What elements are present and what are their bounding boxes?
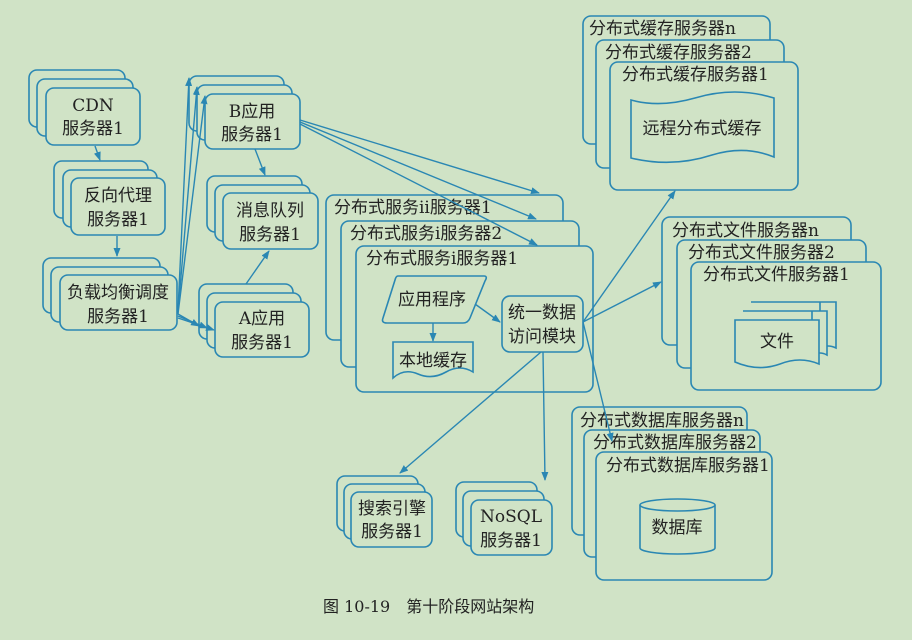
- db-server-stack: 分布式数据库服务器n 分布式数据库服务器2 分布式数据库服务器1 数据库: [571, 406, 773, 581]
- file-shape: [734, 319, 820, 369]
- app-a-sublabel: 服务器1: [231, 333, 293, 353]
- app-a-stack: A应用 服务器1: [198, 283, 310, 358]
- app-program-shape: [381, 275, 488, 324]
- arrow-app-to-data-module: [474, 303, 501, 323]
- cdn-sublabel: 服务器1: [62, 119, 124, 139]
- distributed-service-stack: 分布式服务ii服务器1 分布式服务i服务器2 分布式服务i服务器1 应用程序 本…: [325, 194, 594, 393]
- load-balancer-label: 负载均衡调度: [67, 283, 169, 303]
- db-server-title-n: 分布式数据库服务器n: [580, 411, 744, 431]
- arrow-lb-to-app-b-1: [177, 77, 193, 311]
- arrow-app-b-to-service-i2: [299, 121, 537, 220]
- dist-service-title-i2: 分布式服务i服务器2: [350, 224, 502, 244]
- nosql-stack: NoSQL 服务器1: [455, 481, 553, 556]
- app-b-stack: B应用 服务器1: [188, 75, 301, 150]
- cache-server-title-n: 分布式缓存服务器n: [589, 19, 736, 39]
- search-engine-label: 搜索引擎: [358, 499, 426, 519]
- reverse-proxy-label: 反向代理: [84, 186, 152, 206]
- arrow-app-b-to-service-i1: [299, 123, 538, 246]
- nosql-label: NoSQL: [480, 507, 542, 527]
- connection-arrows: [94, 77, 676, 481]
- message-queue-stack: 消息队列 服务器1: [206, 175, 319, 250]
- load-balancer-sublabel: 服务器1: [87, 307, 149, 327]
- arrow-lb-to-app-b-2: [177, 86, 200, 313]
- file-server-stack: 分布式文件服务器n 分布式文件服务器2 分布式文件服务器1 文件: [661, 216, 882, 391]
- search-engine-stack: 搜索引擎 服务器1: [336, 475, 433, 548]
- cdn-server-stack: CDN 服务器1: [28, 69, 141, 146]
- arrow-lb-to-app-b-3: [177, 95, 208, 315]
- app-program-label: 应用程序: [398, 290, 466, 310]
- file-label: 文件: [760, 332, 794, 352]
- dist-service-title-ii: 分布式服务ii服务器1: [334, 198, 492, 218]
- cache-server-title-2: 分布式缓存服务器2: [605, 43, 752, 63]
- database-label: 数据库: [652, 518, 703, 538]
- remote-cache-label: 远程分布式缓存: [643, 119, 762, 139]
- cache-server-stack: 分布式缓存服务器n 分布式缓存服务器2 分布式缓存服务器1 远程分布式缓存: [582, 15, 799, 191]
- arrow-app-a-to-mq: [245, 250, 270, 285]
- arrow-module-to-file: [582, 281, 662, 323]
- data-access-label: 统一数据: [508, 303, 576, 323]
- database-cylinder: [639, 505, 716, 555]
- file-server-title-2: 分布式文件服务器2: [688, 243, 835, 263]
- reverse-proxy-sublabel: 服务器1: [87, 210, 149, 230]
- app-b-label: B应用: [229, 102, 276, 122]
- file-server-title-n: 分布式文件服务器n: [672, 221, 819, 241]
- local-cache-shape: [392, 341, 474, 380]
- search-engine-sublabel: 服务器1: [361, 522, 423, 542]
- database-cylinder-top: [639, 498, 716, 512]
- remote-cache-shape: [630, 91, 775, 164]
- message-queue-label: 消息队列: [236, 201, 304, 221]
- arrow-module-to-cache: [582, 190, 676, 323]
- arrow-module-to-db: [582, 321, 614, 442]
- arrow-app-b-to-mq: [254, 148, 266, 176]
- nosql-sublabel: 服务器1: [480, 531, 542, 551]
- db-server-title-1: 分布式数据库服务器1: [606, 456, 770, 476]
- data-access-sublabel: 访问模块: [508, 327, 576, 347]
- local-cache-label: 本地缓存: [399, 351, 467, 371]
- app-b-sublabel: 服务器1: [221, 125, 283, 145]
- arrow-app-b-to-service-ii: [299, 119, 540, 195]
- cache-server-title-1: 分布式缓存服务器1: [622, 65, 769, 85]
- db-server-title-2: 分布式数据库服务器2: [593, 433, 757, 453]
- app-a-label: A应用: [238, 309, 285, 329]
- message-queue-sublabel: 服务器1: [239, 225, 301, 245]
- cdn-label: CDN: [72, 96, 114, 116]
- file-server-title-1: 分布式文件服务器1: [703, 265, 850, 285]
- load-balancer-stack: 负载均衡调度 服务器1: [42, 257, 178, 331]
- dist-service-title-i1: 分布式服务i服务器1: [366, 249, 518, 269]
- arrow-module-to-search: [399, 351, 542, 474]
- arrow-module-to-nosql: [541, 351, 549, 481]
- arrow-lb-to-app-a-3: [177, 317, 215, 331]
- figure-caption: 图 10-19 第十阶段网站架构: [323, 597, 534, 616]
- arrow-cdn-to-proxy: [94, 145, 101, 161]
- reverse-proxy-stack: 反向代理 服务器1: [53, 160, 166, 236]
